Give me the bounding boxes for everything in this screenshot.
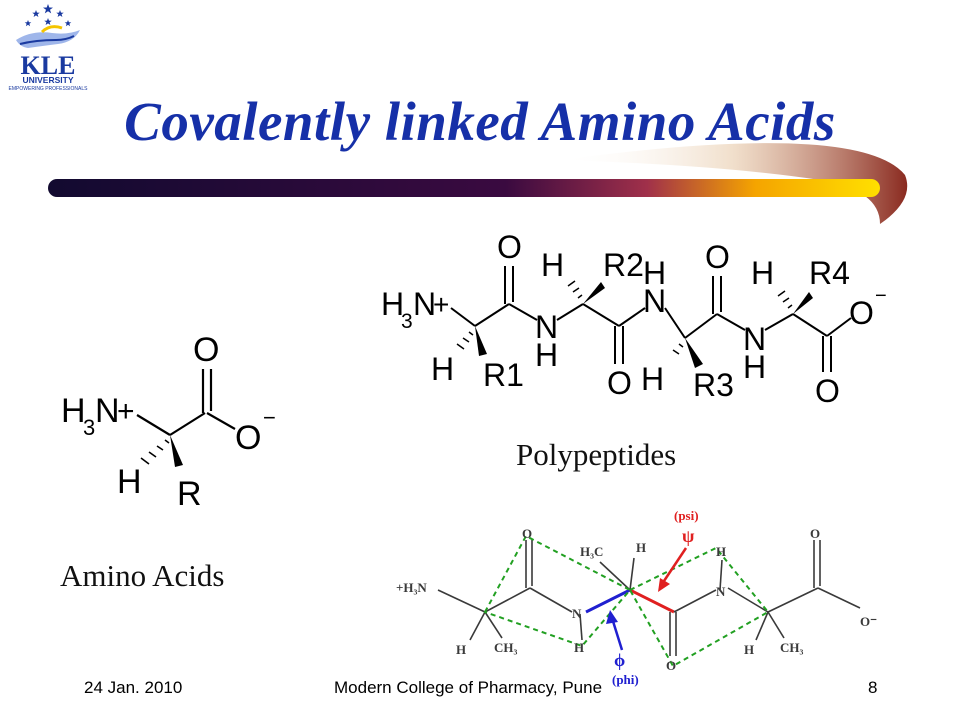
phi-label: (phi) [612, 672, 639, 687]
kle-logo: KLE UNIVERSITY EMPOWERING PROFESSIONALS [9, 4, 89, 92]
amino-acids-caption: Amino Acids [60, 558, 225, 593]
pd-ch3-right: CH₃ [780, 640, 804, 655]
amino-acid-structure: H 3 N + O O − H R [61, 331, 276, 513]
peptide-bond-diagram: +H₃N O H₃C H N H H CH₃ O H N O O⁻ H CH₃ … [396, 508, 877, 687]
logo-name: KLE [21, 51, 76, 80]
aa-h3n-sub: 3 [83, 415, 95, 440]
pp-h3n-h: H [381, 286, 404, 322]
aa-carbonyl-o: O [193, 331, 219, 369]
polypeptide-structure: H 3 N + O H R2 H N O H R4 O − N H N H H … [381, 229, 887, 409]
pp-r1: R1 [483, 357, 524, 393]
pd-o-bottom: O [666, 658, 676, 673]
pp-o5: O [849, 295, 874, 331]
aa-h3n-n: N [95, 392, 120, 430]
logo-line2: EMPOWERING PROFESSIONALS [9, 86, 89, 92]
pp-h3n-sub: 3 [401, 310, 413, 333]
psi-symbol: ψ [682, 526, 695, 546]
pp-h-mid: H [641, 361, 664, 397]
pd-o-top-right: O [810, 526, 820, 541]
footer-date: 24 Jan. 2010 [84, 678, 183, 697]
pd-h-nh-right: H [716, 544, 726, 559]
pp-o3: O [705, 239, 730, 275]
pd-h-left: H [456, 642, 466, 657]
pd-h-nh-left: H [574, 640, 584, 655]
pd-o-top-left: O [522, 526, 532, 541]
pp-n1: N [535, 309, 558, 345]
pp-r3: R3 [693, 367, 734, 403]
phi-symbol: ϕ [614, 650, 625, 670]
slide-title: Covalently linked Amino Acids [124, 91, 836, 152]
pp-h3: H [535, 337, 558, 373]
pd-h3n: +H₃N [396, 580, 427, 595]
pp-minus: − [875, 285, 887, 307]
pp-plus: + [433, 289, 449, 320]
pp-h6: H [743, 349, 766, 385]
logo-line1: UNIVERSITY [22, 75, 73, 85]
footer-page-number: 8 [868, 678, 878, 697]
aa-oxide-o: O [235, 419, 261, 457]
pp-o4: O [815, 373, 840, 409]
psi-label: (psi) [674, 508, 699, 523]
pd-n-left: N [572, 606, 582, 621]
pp-n3: N [743, 321, 766, 357]
pd-o-minus: O⁻ [860, 614, 877, 629]
aa-minus: − [263, 405, 276, 430]
pp-r2: R2 [603, 247, 644, 283]
aa-plus: + [117, 395, 135, 428]
pp-h3n-n: N [413, 286, 436, 322]
pd-ch3-left: CH₃ [494, 640, 518, 655]
aa-h: H [117, 463, 142, 501]
pp-h-left: H [431, 351, 454, 387]
aa-r: R [177, 475, 202, 513]
pp-h2: H [643, 255, 666, 291]
pp-o1: O [497, 229, 522, 265]
title-swoosh [48, 143, 908, 224]
psi-arrow-icon [658, 547, 688, 592]
phi-arrow-icon [606, 610, 624, 651]
stars-icon [24, 4, 72, 27]
hand-icon [16, 25, 80, 48]
aa-h3n-h: H [61, 392, 86, 430]
pd-h3c: H₃C [580, 544, 603, 559]
pd-n-right: N [716, 584, 726, 599]
pp-h1: H [541, 247, 564, 283]
polypeptides-caption: Polypeptides [516, 437, 677, 472]
pp-n2: N [643, 283, 666, 319]
footer-institution: Modern College of Pharmacy, Pune [334, 678, 603, 697]
pp-o2: O [607, 365, 632, 401]
pd-h-right: H [744, 642, 754, 657]
pp-r4: R4 [809, 255, 850, 291]
pp-h5: H [751, 255, 774, 291]
pd-h-top: H [636, 540, 646, 555]
